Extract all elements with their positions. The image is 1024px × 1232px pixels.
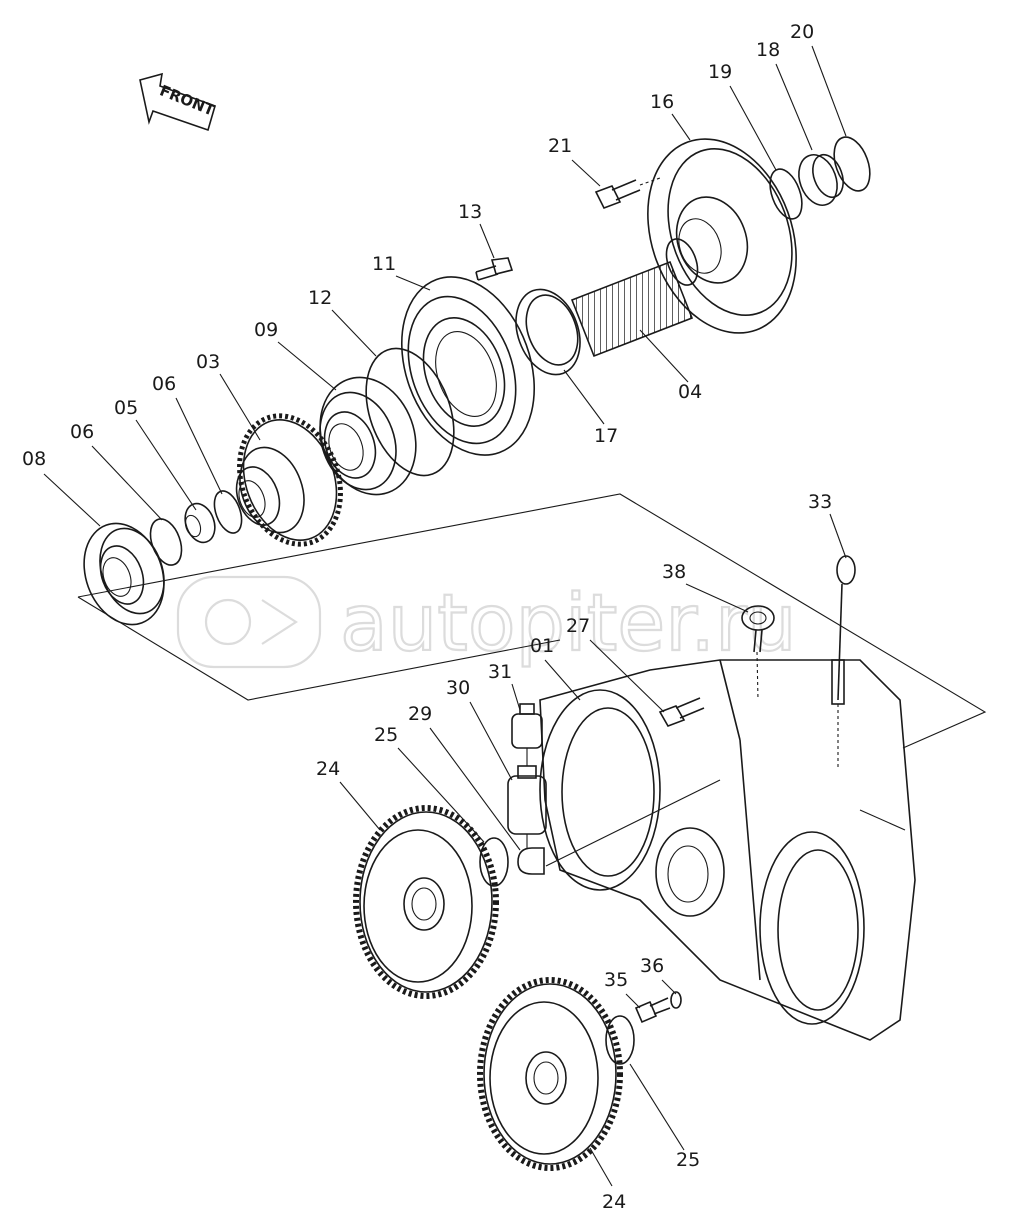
snap-ring-25b [605, 1015, 635, 1065]
gear-24b [477, 977, 623, 1171]
leader-line-p05 [135, 419, 197, 511]
leader-line-p16 [671, 113, 691, 141]
snap-ring-25a [479, 837, 509, 887]
part-label-p33: 33 [808, 491, 832, 513]
leader-line-p03 [219, 373, 261, 441]
part-label-p01: 01 [530, 635, 554, 657]
part-label-p13: 13 [458, 201, 482, 223]
part-label-p35: 35 [604, 969, 628, 991]
leader-line-p38 [685, 583, 749, 613]
lifting-eye-38 [741, 605, 775, 701]
leader-line-p20 [811, 45, 847, 137]
leader-line-p21 [571, 159, 601, 187]
leader-line-p36 [661, 979, 677, 995]
part-label-p24a: 24 [316, 758, 340, 780]
part-labels: 01 03 04 05 06 06 08 09 11 12 13 16 17 18 19 20 21 24 24 25… [22, 21, 847, 1213]
part-label-p25a: 25 [374, 724, 398, 746]
leader-line-p33 [829, 513, 847, 559]
part-label-p38: 38 [662, 561, 686, 583]
leader-line-p06a [91, 445, 163, 521]
part-label-p21: 21 [548, 135, 572, 157]
elbow-29 [517, 779, 721, 875]
part-label-p16: 16 [650, 91, 674, 113]
flange-16 [647, 138, 797, 334]
gear-24a [353, 805, 499, 999]
filter-31 [511, 703, 543, 749]
cap-18 [798, 153, 844, 206]
part-label-p12: 12 [308, 287, 332, 309]
bolt-27 [658, 697, 705, 727]
part-label-p19: 19 [708, 61, 732, 83]
collar-05 [184, 502, 216, 544]
part-label-p29: 29 [408, 703, 432, 725]
leader-line-p17 [563, 369, 605, 425]
part-label-p08: 08 [22, 448, 46, 470]
part-label-p27: 27 [566, 615, 590, 637]
dipstick-33 [831, 555, 856, 770]
leader-line-p09 [277, 341, 337, 391]
seal-17 [515, 288, 581, 376]
part-label-p30: 30 [446, 677, 470, 699]
bearing-08 [83, 522, 165, 626]
part-label-p36: 36 [640, 955, 664, 977]
leader-line-p25b [629, 1063, 685, 1151]
front-label: FRONT [157, 81, 218, 119]
leader-line-p27 [589, 639, 665, 713]
front-arrow: FRONT [139, 72, 218, 132]
o-ring-12 [365, 347, 455, 477]
leader-line-p35 [625, 993, 641, 1009]
leader-line-p06b [175, 397, 223, 495]
part-label-p31: 31 [488, 661, 512, 683]
housing-11 [400, 276, 536, 456]
leader-line-p18 [775, 63, 813, 151]
part-label-p18: 18 [756, 39, 780, 61]
part-label-p06b: 06 [152, 373, 176, 395]
shaft-04 [570, 238, 699, 358]
leader-line-p13 [479, 223, 495, 259]
leader-line-p25a [397, 747, 485, 843]
bearing-09 [319, 376, 417, 496]
leader-line-p19 [729, 85, 777, 171]
part-label-p03: 03 [196, 351, 220, 373]
bolt-35 [634, 997, 671, 1024]
watermark-text: autopiter.ru [340, 579, 797, 669]
part-label-p06a: 06 [70, 421, 94, 443]
part-label-p25b: 25 [676, 1149, 700, 1171]
part-label-p24b: 24 [602, 1191, 626, 1213]
leader-line-p04 [639, 329, 689, 383]
part-label-p05: 05 [114, 397, 138, 419]
leader-line-p01 [544, 659, 581, 701]
subassembly-outline-lower [77, 596, 561, 701]
washer-36 [670, 991, 682, 1009]
snap-ring-20 [833, 136, 871, 192]
leader-line-p30 [469, 701, 513, 781]
watermark: autopiter.ru [176, 575, 798, 670]
subassembly-outline [77, 493, 987, 749]
leader-line-p31 [511, 683, 521, 711]
part-label-p20: 20 [790, 21, 814, 43]
part-label-p09: 09 [254, 319, 278, 341]
part-label-p04: 04 [678, 381, 702, 403]
bolt-13 [475, 257, 514, 281]
part-label-p11: 11 [372, 253, 396, 275]
bolt-21 [594, 177, 661, 210]
gear-case-01 [539, 659, 916, 1041]
leader-line-p12 [331, 309, 377, 357]
leader-line-p24a [339, 781, 381, 831]
o-ring-19 [769, 168, 803, 220]
leader-line-p29 [429, 727, 521, 851]
part-label-p17: 17 [594, 425, 618, 447]
snap-ring-06a [149, 518, 183, 566]
leader-line-p24b [589, 1147, 613, 1187]
leader-line-p08 [43, 473, 101, 527]
leader-line-p11 [395, 275, 431, 291]
